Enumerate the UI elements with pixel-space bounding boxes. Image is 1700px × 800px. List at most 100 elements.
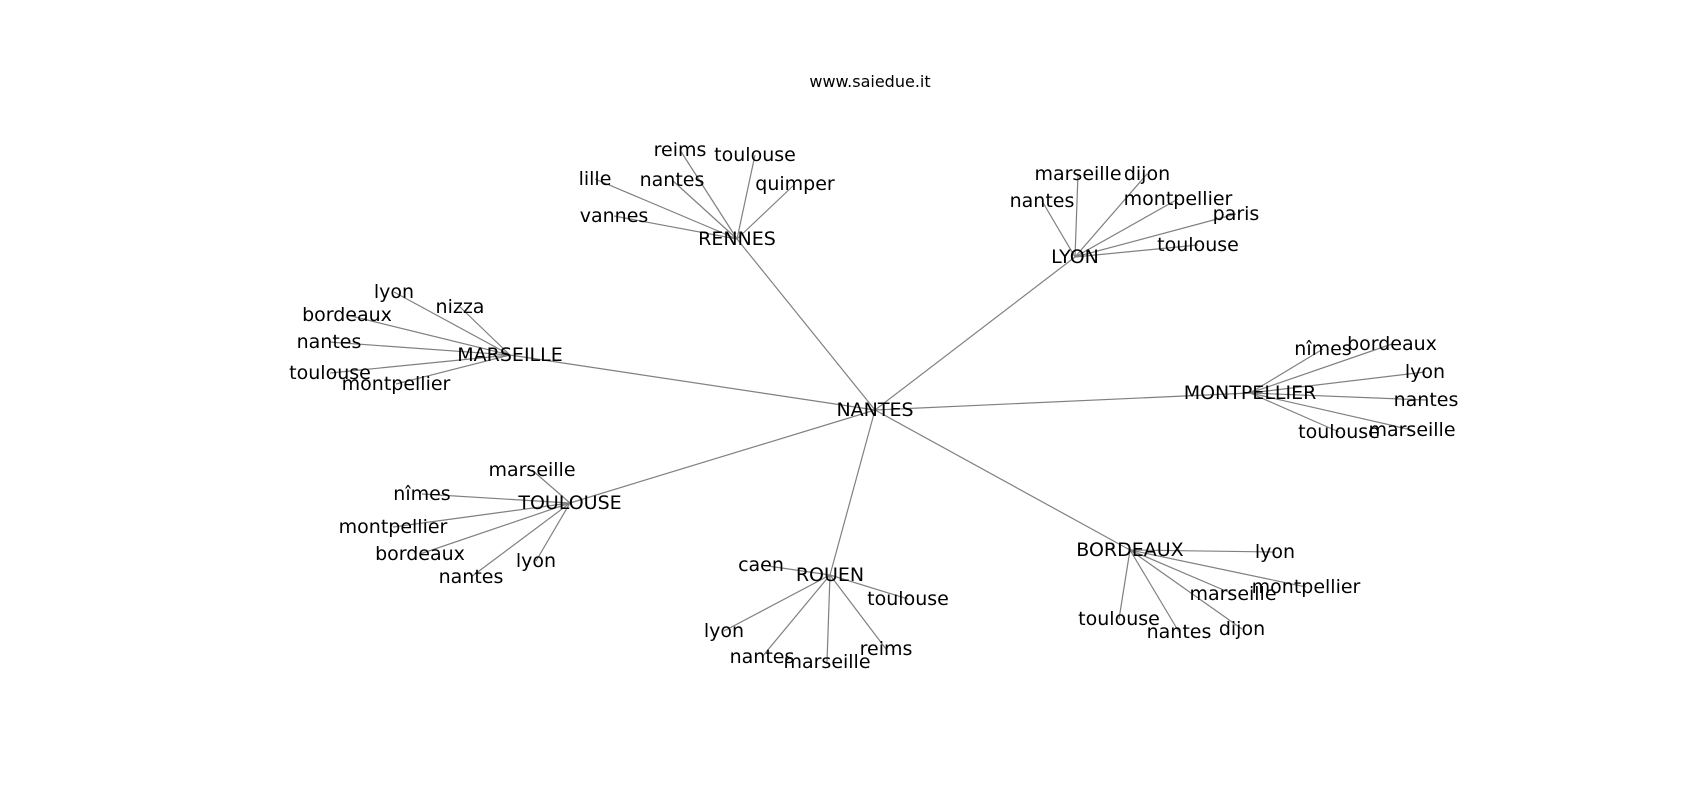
edge-bordeaux-0 <box>1129 549 1276 553</box>
leaf-node-lyon-0: marseille <box>1034 163 1121 185</box>
leaf-node-rouen-2: lyon <box>704 620 744 642</box>
leaf-node-bordeaux-1: marseille <box>1189 583 1276 605</box>
leaf-node-bordeaux-5: dijon <box>1219 618 1265 640</box>
leaf-node-marseille-2: bordeaux <box>302 304 392 326</box>
leaf-node-rennes-2: lille <box>579 168 612 190</box>
edge-lyon-4 <box>1074 213 1237 258</box>
edge-center-rouen <box>829 409 876 576</box>
edge-montpellier-5 <box>1249 392 1413 431</box>
edge-rouen-1 <box>829 574 909 600</box>
edge-toulouse-0 <box>531 469 571 504</box>
hub-node-bordeaux: BORDEAUX <box>1076 539 1183 561</box>
edge-montpellier-4 <box>1249 392 1340 433</box>
edge-rennes-5 <box>613 215 738 240</box>
leaf-node-rouen-3: nantes <box>730 646 795 668</box>
leaf-node-toulouse-4: nantes <box>439 566 504 588</box>
edge-toulouse-2 <box>392 502 571 528</box>
edge-rennes-1 <box>736 154 756 240</box>
edge-center-montpellier <box>874 392 1251 411</box>
hub-node-rennes: RENNES <box>698 228 776 250</box>
leaf-node-montpellier-4: toulouse <box>1298 421 1380 443</box>
edge-marseille-2 <box>346 314 511 356</box>
leaf-node-marseille-4: toulouse <box>289 362 371 384</box>
leaf-node-toulouse-0: marseille <box>488 459 575 481</box>
hub-node-montpellier: MONTPELLIER <box>1184 382 1317 404</box>
edge-bordeaux-2 <box>1129 549 1307 588</box>
edge-montpellier-1 <box>1249 343 1393 394</box>
edge-lyon-0 <box>1074 173 1079 258</box>
leaf-node-rennes-1: toulouse <box>714 144 796 166</box>
hub-node-toulouse: TOULOUSE <box>517 492 621 514</box>
edge-marseille-0 <box>393 291 511 356</box>
leaf-node-lyon-1: dijon <box>1124 163 1170 185</box>
leaf-node-toulouse-1: nîmes <box>393 483 450 505</box>
leaf-node-marseille-0: lyon <box>374 281 414 303</box>
center-node: NANTES <box>836 399 913 421</box>
site-caption: www.saiedue.it <box>809 72 930 91</box>
edge-bordeaux-3 <box>1118 549 1131 620</box>
hub-node-rouen: ROUEN <box>796 564 864 586</box>
leaf-node-rouen-1: toulouse <box>867 588 949 610</box>
leaf-node-montpellier-3: nantes <box>1394 389 1459 411</box>
edge-rouen-0 <box>760 564 831 576</box>
edge-rouen-4 <box>826 574 831 663</box>
edge-bordeaux-1 <box>1129 549 1234 595</box>
leaf-node-bordeaux-4: nantes <box>1147 621 1212 643</box>
leaf-node-rouen-0: caen <box>738 554 784 576</box>
edge-toulouse-3 <box>419 502 571 555</box>
leaf-node-rouen-5: reims <box>860 638 913 660</box>
leaf-node-montpellier-0: nîmes <box>1294 338 1351 360</box>
leaf-node-lyon-4: paris <box>1213 203 1260 225</box>
leaf-node-marseille-5: montpellier <box>342 373 451 395</box>
leaf-node-lyon-3: montpellier <box>1124 188 1233 210</box>
edge-montpellier-0 <box>1249 348 1324 394</box>
edge-bordeaux-5 <box>1129 549 1243 630</box>
edge-center-lyon <box>874 256 1076 411</box>
leaf-node-rennes-5: vannes <box>580 205 649 227</box>
leaf-node-rennes-4: quimper <box>755 173 835 195</box>
edge-center-rennes <box>736 238 876 411</box>
edge-rennes-3 <box>671 179 738 240</box>
leaf-node-lyon-2: nantes <box>1010 190 1075 212</box>
edge-toulouse-5 <box>535 502 571 562</box>
leaf-node-marseille-3: nantes <box>297 331 362 353</box>
edge-bordeaux-4 <box>1129 549 1180 633</box>
leaf-node-toulouse-5: lyon <box>516 550 556 572</box>
leaf-node-bordeaux-0: lyon <box>1255 541 1295 563</box>
leaf-node-toulouse-2: montpellier <box>339 516 448 538</box>
edges-layer <box>328 149 1427 663</box>
edge-lyon-5 <box>1074 244 1199 258</box>
hub-node-marseille: MARSEILLE <box>457 344 562 366</box>
labels-layer: reims toulouse lille nantes quimper vannesREN… <box>289 139 1458 673</box>
edge-toulouse-1 <box>421 493 571 504</box>
leaf-node-rennes-3: nantes <box>640 169 705 191</box>
edge-marseille-3 <box>328 341 511 356</box>
leaf-node-lyon-5: toulouse <box>1157 234 1239 256</box>
leaf-node-montpellier-5: marseille <box>1368 419 1455 441</box>
leaf-node-bordeaux-3: toulouse <box>1078 608 1160 630</box>
edge-rennes-4 <box>736 183 796 240</box>
edge-marseille-1 <box>459 306 511 356</box>
edge-toulouse-4 <box>470 502 571 578</box>
edge-montpellier-2 <box>1249 371 1426 394</box>
edge-rouen-3 <box>761 574 831 658</box>
edge-rouen-2 <box>723 574 831 632</box>
leaf-node-montpellier-1: bordeaux <box>1347 333 1437 355</box>
edge-marseille-5 <box>395 354 511 385</box>
leaf-node-marseille-1: nizza <box>436 296 485 318</box>
hub-node-lyon: LYON <box>1051 246 1099 268</box>
leaf-node-toulouse-3: bordeaux <box>375 543 465 565</box>
edge-rennes-0 <box>679 149 738 240</box>
edge-marseille-4 <box>329 354 511 374</box>
edge-rennes-2 <box>594 178 738 240</box>
leaf-node-rennes-0: reims <box>654 139 707 161</box>
leaf-node-rouen-4: marseille <box>783 651 870 673</box>
edge-lyon-1 <box>1074 173 1148 258</box>
edge-lyon-3 <box>1074 198 1179 258</box>
edge-montpellier-3 <box>1249 392 1427 401</box>
edge-lyon-2 <box>1041 200 1076 258</box>
edge-center-marseille <box>509 354 876 411</box>
leaf-node-montpellier-2: lyon <box>1405 361 1445 383</box>
edge-rouen-5 <box>829 574 887 650</box>
